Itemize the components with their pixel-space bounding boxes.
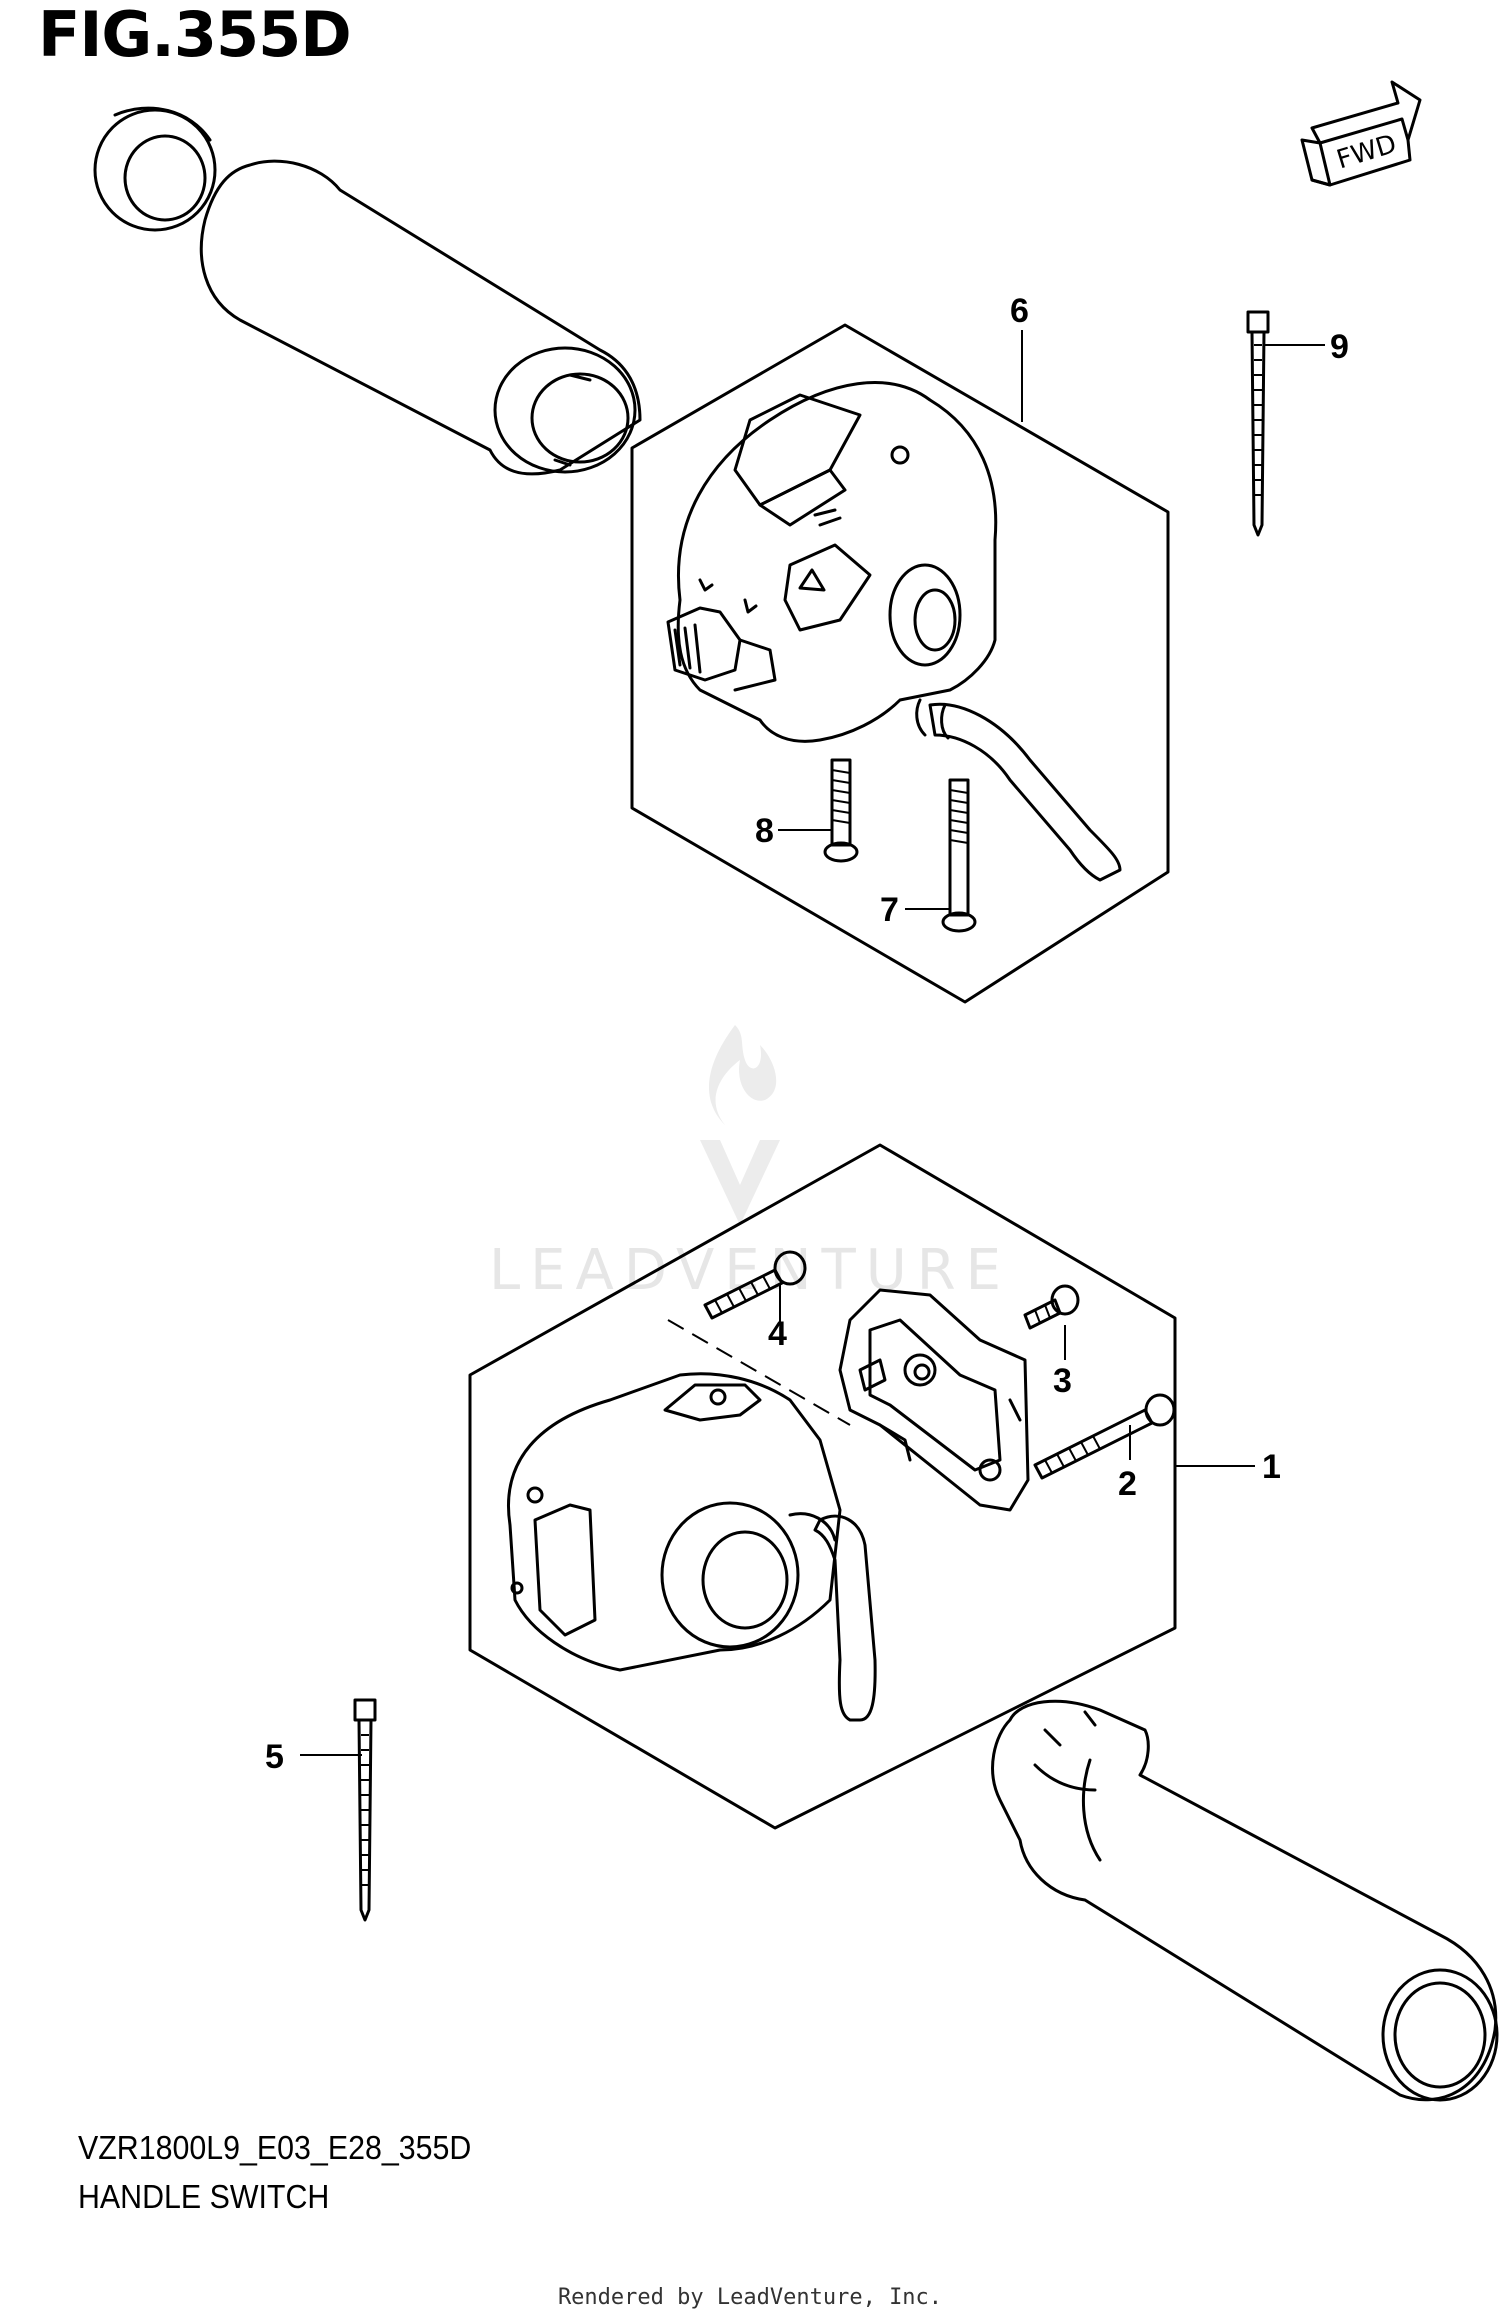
switch-assembly-left-outline: [630, 323, 1170, 1004]
callout-4: 4: [768, 1315, 787, 1353]
screw-2: [1033, 1393, 1176, 1480]
callout-2: 2: [1118, 1465, 1137, 1503]
wire-harness-left: [915, 698, 1122, 882]
cable-tie-9: [1246, 310, 1270, 537]
leader-lines: [300, 330, 1325, 1756]
throttle-grip: [991, 1699, 1499, 2102]
switch-housing-right: [507, 1372, 842, 1672]
cable-tie-5: [353, 1698, 377, 1922]
model-code: VZR1800L9_E03_E28_355D: [78, 2129, 472, 2166]
screw-3: [1023, 1284, 1080, 1330]
switch-housing-left: [676, 381, 998, 743]
grip-end-ring-top: [93, 106, 217, 232]
callout-8: 8: [755, 812, 774, 850]
screw-4: [703, 1250, 807, 1320]
screw-8: [823, 758, 859, 863]
callout-7: 7: [880, 891, 899, 929]
render-credit: Rendered by LeadVenture, Inc.: [557, 2285, 943, 2310]
callout-9: 9: [1330, 328, 1349, 366]
screw-7: [941, 778, 977, 933]
callout-labels: 1 2 3 4 5 6 9 8 7: [265, 292, 1349, 1776]
callout-6: 6: [1010, 292, 1029, 330]
callout-3: 3: [1053, 1362, 1072, 1400]
switch-bracket: [838, 1288, 1030, 1512]
wire-harness-right: [788, 1512, 877, 1722]
switch-assembly-right-outline: [468, 1143, 1177, 1830]
figure-title: FIG.355D: [38, 0, 352, 71]
switch-knob: [666, 606, 777, 692]
grip-left: [199, 159, 642, 476]
watermark-logo: [700, 1025, 780, 1225]
callout-1: 1: [1262, 1448, 1281, 1486]
callout-5: 5: [265, 1738, 284, 1776]
diagram-caption: HANDLE SWITCH: [78, 2178, 330, 2215]
fwd-arrow-icon: FWD: [1300, 80, 1422, 187]
